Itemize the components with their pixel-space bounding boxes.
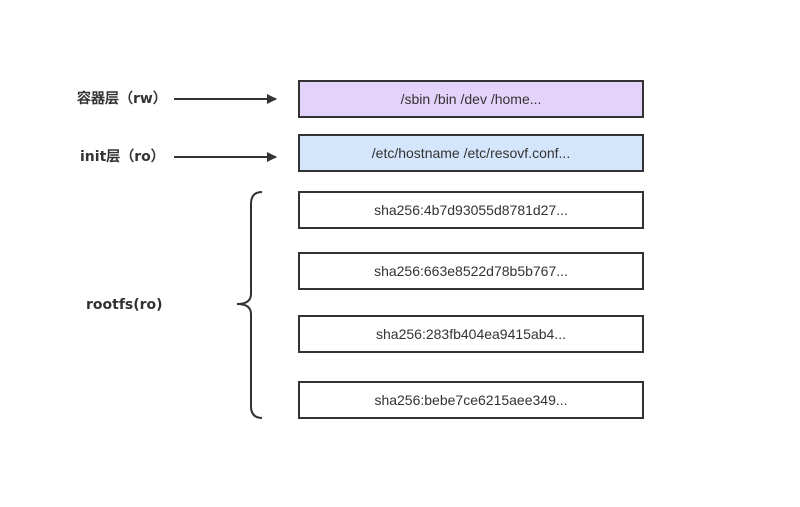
rootfs-layer-box-2: sha256:663e8522d78b5b767...	[298, 252, 644, 290]
rootfs-layer-box-3: sha256:283fb404ea9415ab4...	[298, 315, 644, 353]
container-layer-box: /sbin /bin /dev /home...	[298, 80, 644, 118]
rootfs-layer-box-1: sha256:4b7d93055d8781d27...	[298, 191, 644, 229]
rootfs-brace	[236, 191, 263, 419]
init-layer-label: init层（ro）	[80, 149, 165, 165]
rootfs-layer-box-4: sha256:bebe7ce6215aee349...	[298, 381, 644, 419]
container-layer-label: 容器层（rw）	[77, 91, 167, 107]
rootfs-label: rootfs(ro)	[86, 297, 163, 313]
init-layer-box: /etc/hostname /etc/resovf.conf...	[298, 134, 644, 172]
